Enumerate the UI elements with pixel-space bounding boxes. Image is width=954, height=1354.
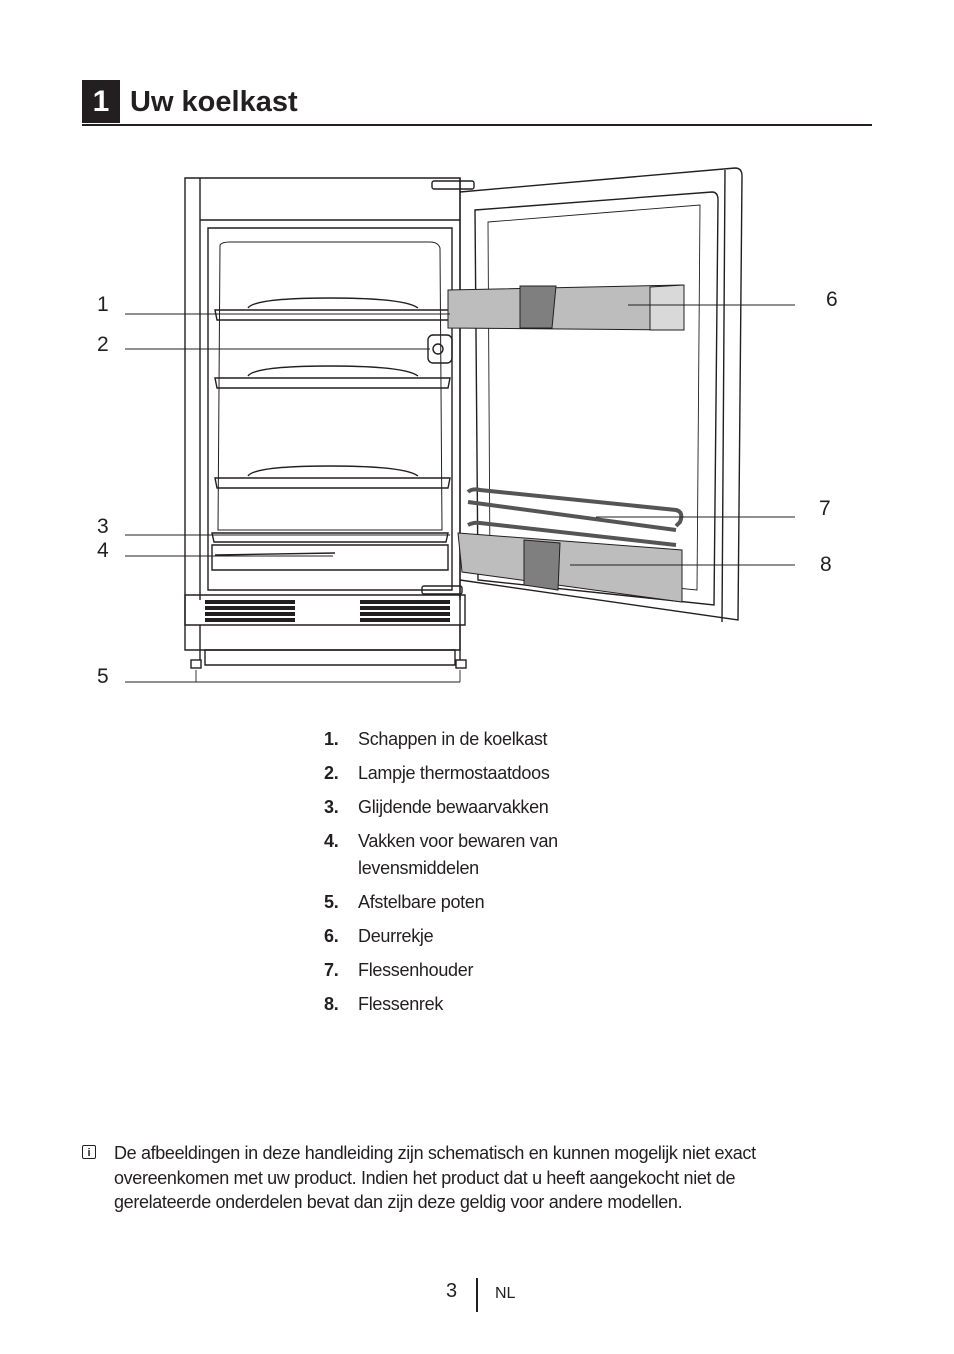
legend-text: Flessenrek: [358, 994, 444, 1014]
callout-7: 7: [819, 497, 831, 520]
legend-item: 8. Flessenrek: [310, 991, 710, 1018]
legend-text: Lampje thermostaatdoos: [358, 763, 550, 783]
legend-text: Flessenhouder: [358, 960, 474, 980]
section-title: Uw koelkast: [130, 86, 298, 118]
callout-1: 1: [97, 293, 109, 316]
legend-item: 5. Afstelbare poten: [310, 889, 710, 916]
info-icon: i: [82, 1145, 96, 1159]
note-text: De afbeeldingen in deze handleiding zijn…: [114, 1143, 756, 1212]
callout-3: 3: [97, 515, 109, 538]
section-header: 1 Uw koelkast: [82, 80, 872, 126]
callout-5: 5: [97, 665, 109, 688]
legend-number: 4.: [324, 831, 339, 851]
legend-text: Glijdende bewaarvakken: [358, 797, 549, 817]
legend-number: 8.: [324, 994, 339, 1014]
callout-8: 8: [820, 553, 832, 576]
footer-divider: [476, 1278, 478, 1312]
legend-item: 3. Glijdende bewaarvakken: [310, 794, 710, 821]
legend-number: 6.: [324, 926, 339, 946]
fridge-illustration: [125, 167, 795, 683]
legend-text: Deurrekje: [358, 926, 434, 946]
legend-item: 1. Schappen in de koelkast: [310, 726, 710, 753]
page-number: 3: [446, 1280, 458, 1302]
legend-number: 2.: [324, 763, 339, 783]
legend-item: 6. Deurrekje: [310, 923, 710, 950]
language-code: NL: [495, 1285, 516, 1302]
legend-text: Afstelbare poten: [358, 892, 485, 912]
parts-legend: 1. Schappen in de koelkast 2. Lampje therm…: [310, 726, 710, 1025]
callout-6: 6: [826, 288, 838, 311]
page-footer: 3 NL: [0, 1278, 954, 1318]
legend-item: 4. Vakken voor bewaren van levensmiddelen: [310, 828, 618, 882]
legend-text: Vakken voor bewaren van levensmiddelen: [358, 831, 558, 878]
section-number: 1: [82, 80, 120, 123]
legend-item: 7. Flessenhouder: [310, 957, 710, 984]
legend-number: 7.: [324, 960, 339, 980]
callout-2: 2: [97, 333, 109, 356]
fridge-diagram: 1 2 3 4 5 6 7 8: [0, 150, 954, 710]
callout-4: 4: [97, 539, 109, 562]
legend-number: 1.: [324, 729, 339, 749]
legend-text: Schappen in de koelkast: [358, 729, 548, 749]
legend-number: 5.: [324, 892, 339, 912]
legend-item: 2. Lampje thermostaatdoos: [310, 760, 710, 787]
legend-number: 3.: [324, 797, 339, 817]
